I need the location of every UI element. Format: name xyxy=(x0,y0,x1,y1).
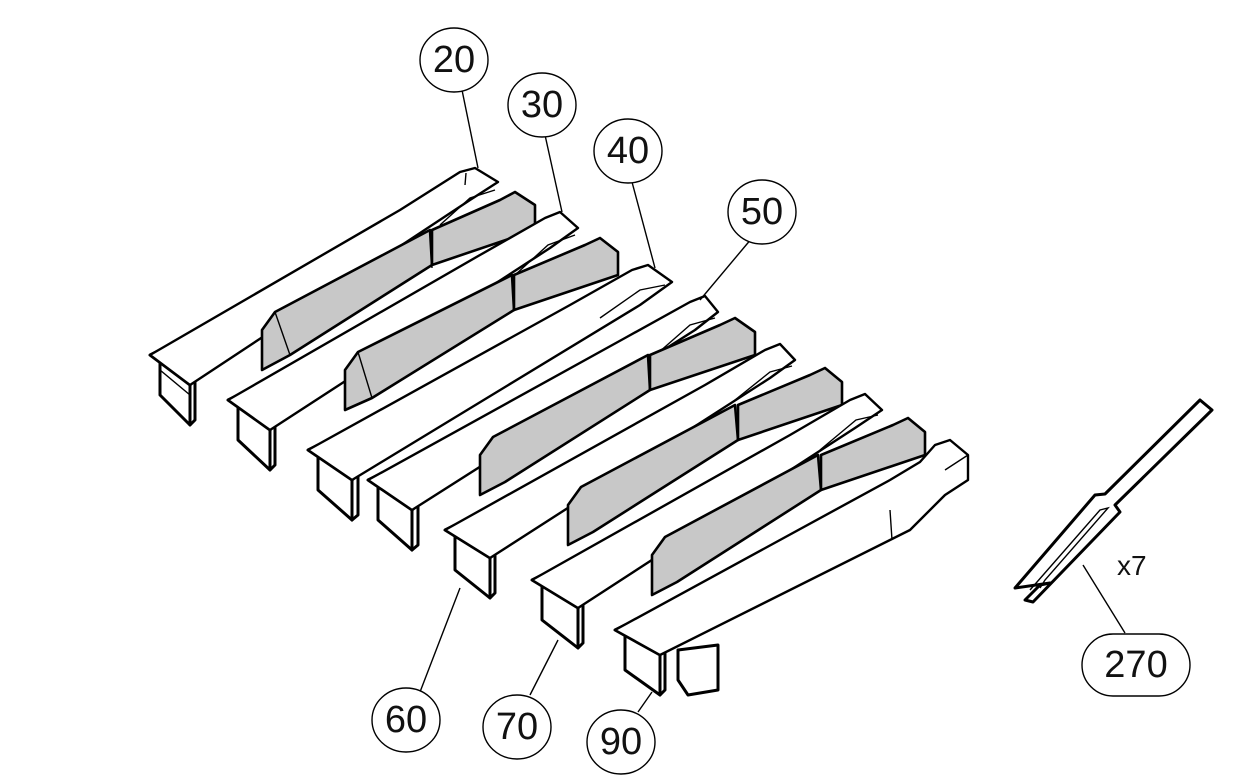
callout-40: 40 xyxy=(593,118,663,184)
quantity-label: x7 xyxy=(1117,550,1147,581)
beam-part-30 xyxy=(226,210,580,472)
gray-block-part-60 xyxy=(566,366,844,547)
beam-part-40 xyxy=(306,263,674,522)
svg-text:90: 90 xyxy=(600,721,642,763)
svg-text:270: 270 xyxy=(1104,644,1167,686)
beam-part-60 xyxy=(443,342,797,600)
clip-part-270 xyxy=(1013,398,1214,604)
svg-text:70: 70 xyxy=(496,706,538,748)
callout-270: 270 xyxy=(1081,633,1191,697)
callout-70: 70 xyxy=(482,694,552,760)
beam-part-50 xyxy=(366,294,720,552)
gray-block-part-50 xyxy=(478,316,757,497)
gray-block-part-70 xyxy=(650,416,927,597)
svg-text:20: 20 xyxy=(433,39,475,81)
callout-60: 60 xyxy=(371,687,441,753)
leader-lines xyxy=(419,89,1126,713)
svg-text:50: 50 xyxy=(741,191,783,233)
gray-block-part-20 xyxy=(260,190,537,372)
beam-part-70 xyxy=(530,392,884,650)
callout-90: 90 xyxy=(586,709,656,775)
callout-50: 50 xyxy=(727,179,797,245)
beam-part-90 xyxy=(613,438,970,697)
callout-20: 20 xyxy=(419,27,489,93)
gray-block-part-30 xyxy=(343,236,620,412)
svg-text:40: 40 xyxy=(607,130,649,172)
beam-part-20 xyxy=(148,166,500,427)
svg-text:30: 30 xyxy=(521,84,563,126)
svg-text:60: 60 xyxy=(385,699,427,741)
callout-30: 30 xyxy=(507,72,577,138)
